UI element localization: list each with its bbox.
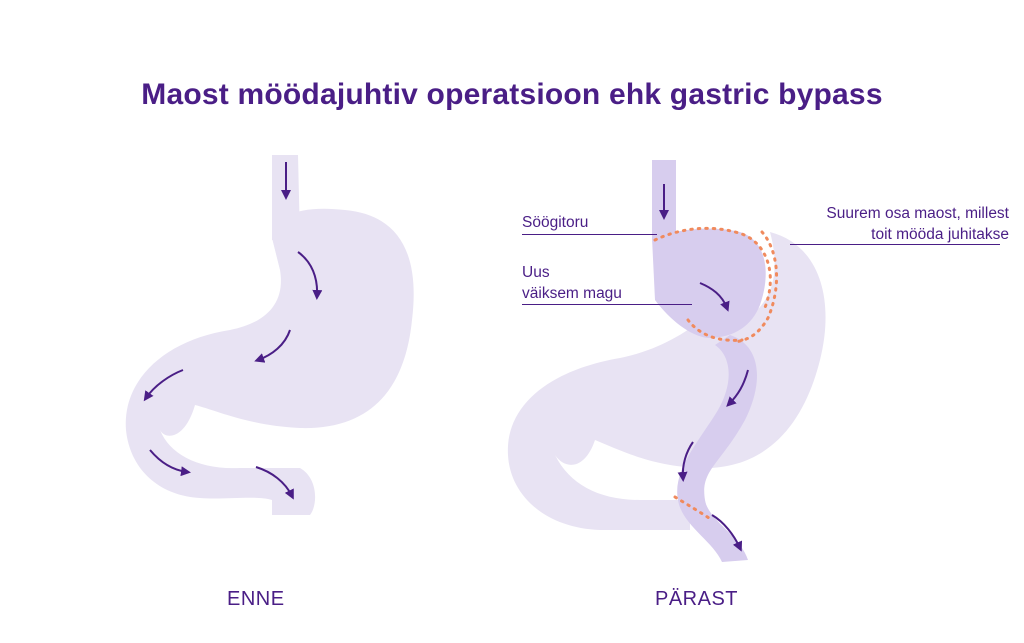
flow-arrow [699,282,730,312]
label-bypassed-stomach: Suurem osa maost, millest toit mööda juh… [770,203,1009,245]
page-title: Maost möödajuhtiv operatsioon ehk gastri… [141,78,883,111]
label-new-stomach-line1: Uus [522,264,550,281]
label-new-stomach-line2: väiksem magu [522,285,622,302]
flow-arrow [726,369,749,407]
label-bypassed-line1: Suurem osa maost, millest [826,205,1009,222]
leader-esophagus [522,234,657,235]
staple-line [686,318,744,342]
stomach-after [507,160,826,562]
staple-line [653,226,772,312]
caption-after: PÄRAST [655,588,739,610]
intestine-limb [677,335,757,562]
flow-arrow [254,329,291,363]
label-new-stomach: Uus väiksem magu [522,262,622,304]
new-pouch [652,228,766,338]
staple-line [673,495,714,522]
flow-arrow [149,449,191,477]
bypassed-stomach [507,232,826,530]
flow-arrow [711,514,743,552]
flow-arrow [677,441,694,482]
flow-arrow [143,369,184,402]
leader-new-stomach [522,304,692,305]
stomach-before [125,155,414,515]
label-bypassed-line2: toit mööda juhitakse [871,226,1009,243]
leader-bypassed-stomach [790,244,1000,245]
label-esophagus: Söögitoru [522,214,589,231]
flow-arrow [297,251,323,300]
flow-arrow [255,466,294,500]
caption-before: ENNE [227,588,285,610]
stomach-body [125,208,414,515]
staple-line [733,230,779,344]
